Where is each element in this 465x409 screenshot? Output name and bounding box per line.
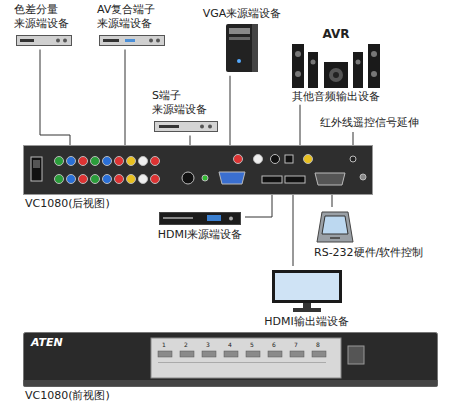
av-source-icon xyxy=(99,33,165,47)
device-label: HDMI来源端设备 xyxy=(157,228,243,242)
button-number: 5 xyxy=(250,342,254,348)
front-panel-drawing xyxy=(23,332,438,387)
callout-label: 红外线遥控信号延伸 xyxy=(320,116,419,130)
signal-cable xyxy=(300,105,301,145)
component-source-icon xyxy=(16,33,72,47)
button-number: 2 xyxy=(184,342,188,348)
device-label: AV复合端子 来源端设备 xyxy=(97,3,175,31)
device-label: RS-232硬件/软件控制 xyxy=(314,246,460,260)
signal-cable xyxy=(332,195,333,207)
signal-cable xyxy=(230,76,231,145)
s-video-source-icon xyxy=(154,119,218,133)
device-node: S端子 来源端设备 xyxy=(150,88,224,136)
view-caption: VC1080(前视图) xyxy=(25,389,110,403)
signal-cable xyxy=(40,50,70,146)
device-label: 色差分量 来源端设备 xyxy=(14,3,87,31)
leader-line xyxy=(353,132,354,145)
view-caption: VC1080(后视图) xyxy=(25,197,110,211)
button-number: 6 xyxy=(272,342,276,348)
rear-panel-drawing xyxy=(23,145,373,195)
switch-panel: ATENVC1080(前视图)12345678 xyxy=(23,332,438,387)
device-label: S端子 来源端设备 xyxy=(152,89,222,117)
device-node: AVR 其他音频输出设备 xyxy=(285,26,387,105)
button-number: 3 xyxy=(206,342,210,348)
device-node: HDMI输出端设备 xyxy=(258,266,355,330)
brand-logo: ATEN xyxy=(31,336,63,350)
signal-cable xyxy=(245,195,272,217)
switch-panel: VC1080(后视图) xyxy=(23,145,373,195)
pc-tower-icon xyxy=(225,23,259,73)
device-label: 其他音频输出设备 xyxy=(287,90,385,104)
button-number: 7 xyxy=(294,342,298,348)
device-label: VGA来源端设备 xyxy=(200,7,284,21)
device-label: HDMI输出端设备 xyxy=(260,315,353,329)
monitor-icon xyxy=(271,269,343,313)
device-node: 色差分量 来源端设备 xyxy=(12,2,89,50)
signal-cable xyxy=(190,136,191,146)
button-number: 1 xyxy=(162,342,166,348)
device-label: AVR xyxy=(287,27,385,42)
touch-panel-icon xyxy=(316,210,354,244)
device-node: HDMI来源端设备 xyxy=(155,207,245,243)
speaker-set-icon xyxy=(290,44,382,88)
device-node: VGA来源端设备 xyxy=(198,6,286,76)
device-node: RS-232硬件/软件控制 xyxy=(312,207,462,261)
signal-cable xyxy=(125,50,126,146)
signal-cable xyxy=(293,195,294,266)
device-node: AV复合端子 来源端设备 xyxy=(95,2,177,50)
dvd-player-icon xyxy=(159,210,241,226)
button-number: 8 xyxy=(316,342,320,348)
button-number: 4 xyxy=(228,342,232,348)
